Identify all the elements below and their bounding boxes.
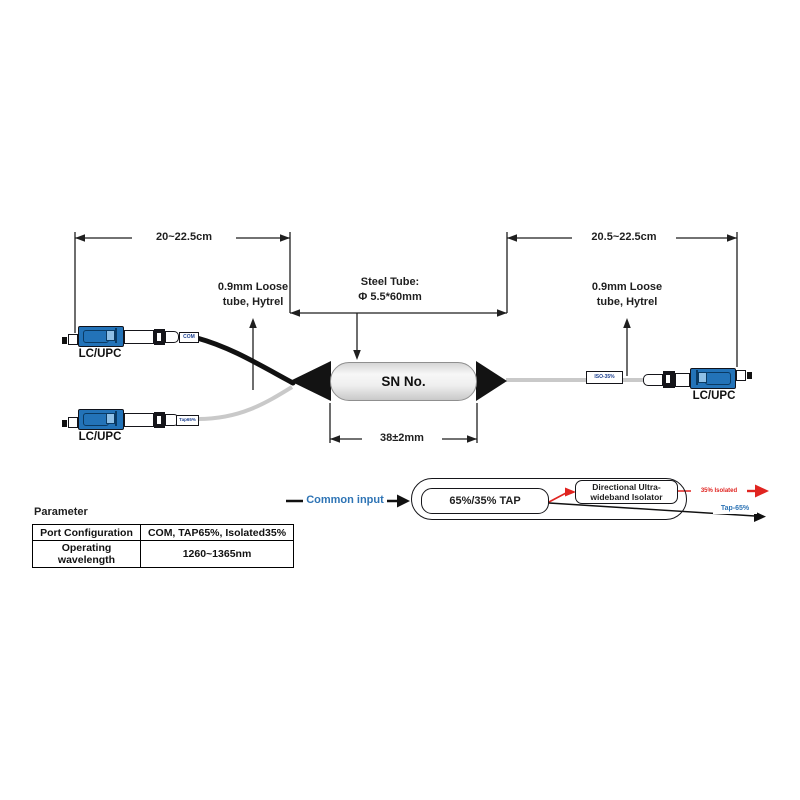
cable-clip: [663, 371, 675, 388]
connector-type-label-right: LC/UPC: [692, 390, 736, 402]
connector-body: [690, 368, 736, 389]
loose-tube-label-left-line1: 0.9mm Loose: [217, 281, 289, 293]
connector-type-label-top-left: LC/UPC: [78, 348, 122, 360]
common-input-label: Common input: [303, 494, 387, 508]
steel-tube-label-line2: Φ 5.5*60mm: [358, 291, 422, 303]
gray-cable-left: [197, 385, 294, 421]
connector-top-left: COM: [62, 326, 202, 363]
dimension-label-left: 20~22.5cm: [132, 231, 236, 245]
latch-tab: [698, 372, 707, 383]
steel-tube-body: SN No.: [330, 362, 477, 401]
clip-slit: [666, 375, 670, 383]
dust-cap: [62, 420, 67, 427]
ferrule-housing: [675, 373, 690, 387]
body-divider: [696, 370, 698, 385]
port-label-com: COM: [179, 332, 199, 343]
loose-tube-label-right-line1: 0.9mm Loose: [591, 281, 663, 293]
tube-length-label: 38±2mm: [362, 432, 442, 446]
isolator-label-line2: wideband Isolator: [590, 492, 663, 502]
ferrule-housing: [124, 413, 154, 427]
ferrule-housing: [124, 330, 154, 344]
clip-slit: [157, 333, 161, 341]
table-row: Operating wavelength 1260~1365nm: [32, 540, 294, 568]
dust-cap: [747, 372, 752, 379]
dust-cap: [62, 337, 67, 344]
isolator-label-line1: Directional Ultra-: [592, 481, 661, 492]
isolator-box: Directional Ultra- wideband Isolator: [575, 480, 678, 504]
dimension-label-right: 20.5~22.5cm: [572, 231, 676, 245]
tube-cones: [290, 361, 507, 401]
boot: [643, 374, 663, 386]
body-divider: [115, 411, 117, 426]
loose-tube-label-right-line2: tube, Hytrel: [596, 296, 658, 308]
connector-body: [78, 409, 124, 430]
port-label-tap: Tap65%: [176, 415, 199, 426]
black-cable: [194, 335, 296, 386]
connector-type-label-bottom-left: LC/UPC: [78, 431, 122, 443]
connector-right: ISO-35%: [586, 368, 754, 405]
parameter-table: Port Configuration COM, TAP65%, Isolated…: [32, 524, 294, 568]
crimp-stub: [68, 417, 78, 428]
latch-tab: [106, 330, 115, 341]
tap-coupler-box: 65%/35% TAP: [421, 488, 549, 514]
steel-tube-label-line1: Steel Tube:: [360, 276, 420, 288]
body-frame: [705, 372, 731, 385]
latch-tab: [106, 413, 115, 424]
clip-slit: [157, 416, 161, 424]
loose-tube-label-left-line2: tube, Hytrel: [222, 296, 284, 308]
table-title: Parameter: [34, 506, 88, 518]
connector-body: [78, 326, 124, 347]
param-name-cell: Operating wavelength: [32, 540, 141, 568]
crimp-stub: [736, 370, 746, 381]
port-label-iso: ISO-35%: [586, 371, 623, 384]
boot: [165, 331, 179, 343]
table-row: Port Configuration COM, TAP65%, Isolated…: [32, 524, 294, 541]
dimension-arrowheads: [75, 234, 737, 443]
tap-output-label: Tap-65%: [713, 503, 757, 514]
param-value-cell: 1260~1365nm: [140, 540, 294, 568]
body-divider: [115, 328, 117, 343]
sn-label: SN No.: [381, 374, 426, 389]
param-value-cell: COM, TAP65%, Isolated35%: [140, 524, 294, 541]
connector-bottom-left: Tap65%: [62, 409, 202, 446]
cable-clip: [154, 412, 165, 428]
cable-clip: [154, 329, 165, 345]
isolated-output-label: 35% Isolated: [691, 486, 747, 496]
fused-region-outline: [411, 478, 687, 520]
crimp-stub: [68, 334, 78, 345]
param-name-cell: Port Configuration: [32, 524, 141, 541]
tap-coupler-label: 65%/35% TAP: [449, 495, 521, 507]
